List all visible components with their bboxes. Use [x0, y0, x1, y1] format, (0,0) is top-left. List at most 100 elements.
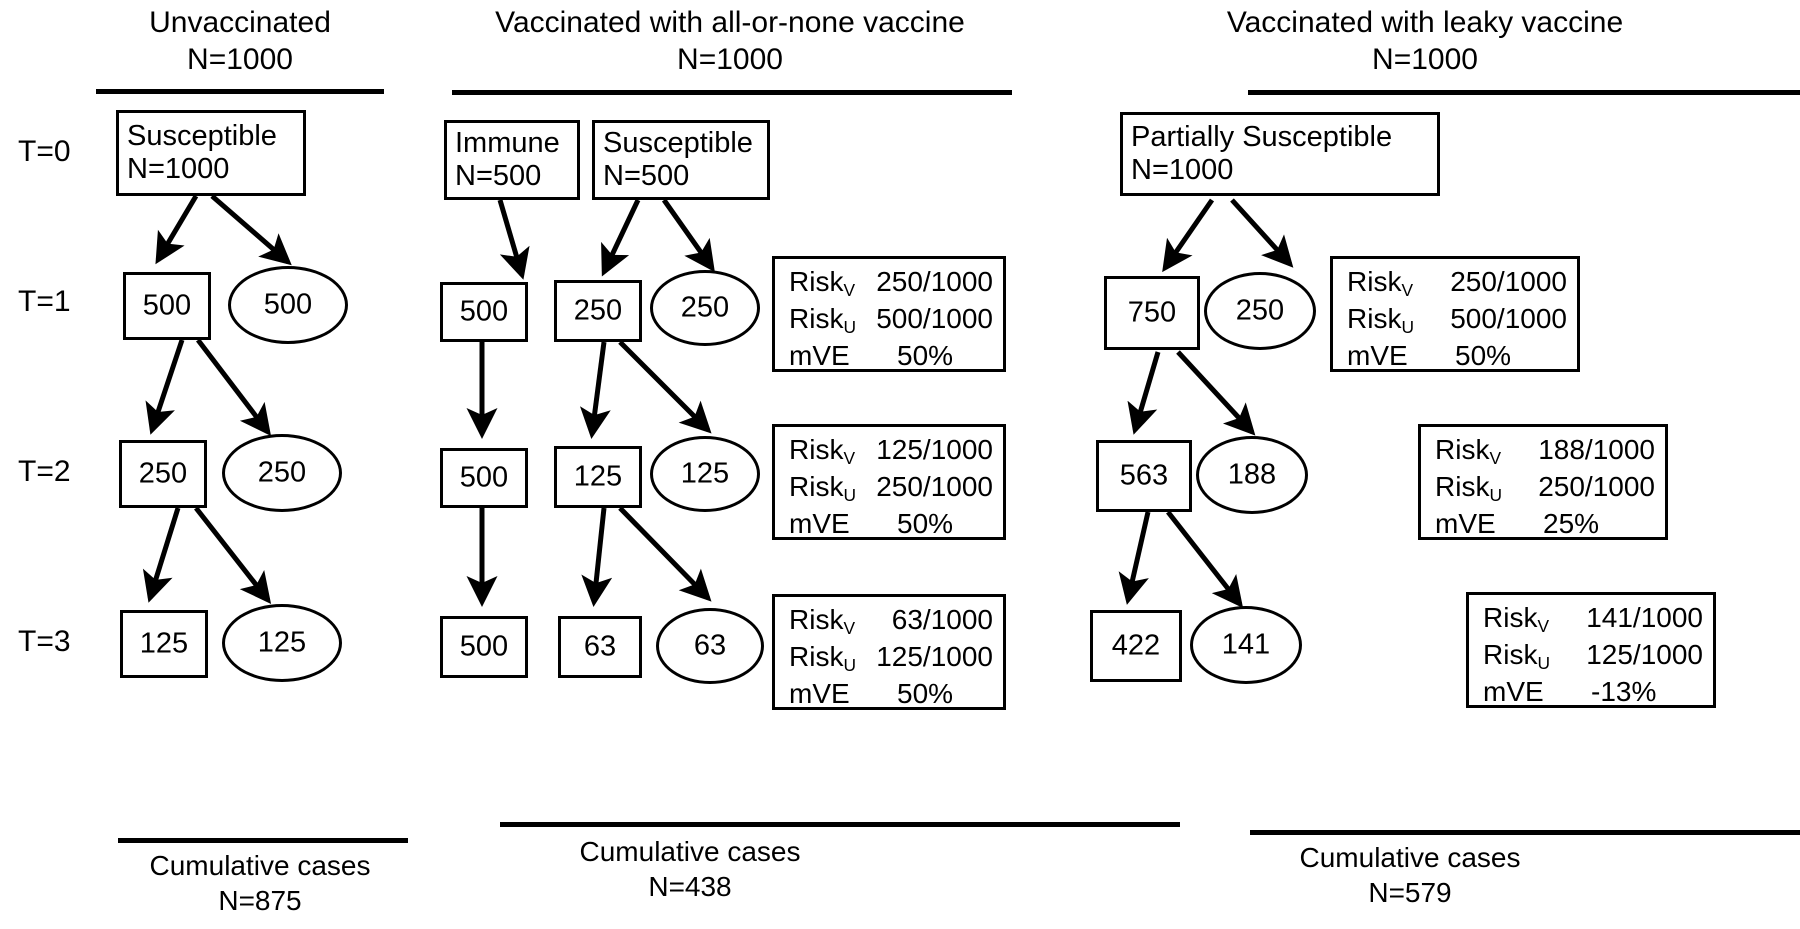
- node-line2: N=1000: [127, 153, 230, 185]
- node-value: 250: [573, 294, 623, 327]
- node-value: 125: [680, 457, 730, 490]
- node-ellipse-t2-all-or-none: 125: [650, 436, 760, 512]
- node-label: Susceptible N=1000: [127, 120, 277, 186]
- risk-row-mve: mVE 50%: [1347, 339, 1567, 373]
- node-value: 500: [459, 295, 509, 328]
- node-box-t3-unvaccinated: 125: [120, 610, 208, 678]
- mve-value: 25%: [1543, 508, 1600, 539]
- risk-row-mve: mVE 50%: [789, 507, 993, 541]
- time-label-t0: T=0: [18, 135, 71, 168]
- mve-label: mVE: [1347, 340, 1408, 371]
- node-box-t1-unvaccinated: 500: [123, 272, 211, 340]
- risk-v-value: 125/1000: [876, 434, 993, 465]
- node-line2: N=1000: [1131, 154, 1234, 186]
- node-ellipse-t1-unvaccinated: 500: [228, 266, 348, 344]
- risk-box-t2-leaky: RiskV 188/1000 RiskU 250/1000 mVE 25%: [1418, 424, 1668, 540]
- risk-v-value: 250/1000: [1450, 266, 1567, 297]
- risk-row-unvaccinated: RiskU 500/1000: [1347, 302, 1567, 339]
- footer-line2: N=875: [218, 885, 302, 916]
- node-immune-root-all-or-none: Immune N=500: [444, 120, 580, 200]
- panel-title-line2: N=1000: [187, 43, 293, 76]
- mve-label: mVE: [789, 678, 850, 709]
- risk-box-t3-leaky: RiskV 141/1000 RiskU 125/1000 mVE -13%: [1466, 592, 1716, 708]
- mve-value: 50%: [897, 678, 954, 709]
- node-box-t2-all-or-none: 125: [554, 446, 642, 508]
- risk-row-unvaccinated: RiskU 125/1000: [789, 640, 993, 677]
- risk-v-value: 63/1000: [891, 604, 993, 635]
- node-ellipse-t3-leaky: 141: [1190, 606, 1302, 684]
- risk-u-label: RiskU: [1483, 639, 1550, 673]
- risk-row-unvaccinated: RiskU 125/1000: [1483, 638, 1703, 675]
- panel-rule-bottom-unvaccinated: [118, 838, 408, 843]
- panel-title-line1: Vaccinated with all-or-none vaccine: [495, 6, 965, 39]
- risk-row-vaccinated: RiskV 141/1000: [1483, 601, 1703, 638]
- risk-row-vaccinated: RiskV 63/1000: [789, 603, 993, 640]
- footer-all-or-none: Cumulative cases N=438: [530, 834, 850, 904]
- node-value: 250: [257, 456, 307, 489]
- node-value: 500: [142, 289, 192, 322]
- mve-value: 50%: [1455, 340, 1512, 371]
- risk-row-unvaccinated: RiskU 250/1000: [1435, 470, 1655, 507]
- node-ellipse-t2-leaky: 188: [1196, 436, 1308, 514]
- risk-row-mve: mVE 25%: [1435, 507, 1655, 541]
- footer-line2: N=438: [648, 871, 732, 902]
- node-line1: Partially Susceptible: [1131, 121, 1393, 153]
- node-value: 125: [139, 627, 189, 660]
- risk-u-label: RiskU: [789, 303, 856, 337]
- node-box-t3-leaky: 422: [1090, 610, 1182, 682]
- node-ellipse-t3-unvaccinated: 125: [222, 604, 342, 682]
- risk-u-label: RiskU: [789, 471, 856, 505]
- node-line2: N=500: [603, 160, 690, 192]
- node-value: 563: [1119, 459, 1169, 492]
- risk-v-label: RiskV: [789, 434, 856, 468]
- risk-box-t2-all-or-none: RiskV 125/1000 RiskU 250/1000 mVE 50%: [772, 424, 1006, 540]
- panel-rule-top-leaky: [1248, 90, 1800, 95]
- panel-title-all-or-none: Vaccinated with all-or-none vaccine N=10…: [450, 4, 1010, 78]
- node-box-immune-t1-all-or-none: 500: [440, 282, 528, 342]
- node-box-immune-t3-all-or-none: 500: [440, 616, 528, 678]
- risk-v-label: RiskV: [789, 604, 856, 638]
- node-value: 750: [1127, 296, 1177, 329]
- node-value: 63: [693, 629, 727, 662]
- panel-title-line1: Vaccinated with leaky vaccine: [1226, 6, 1624, 39]
- node-line1: Immune: [455, 127, 560, 159]
- panel-title-line1: Unvaccinated: [149, 6, 331, 39]
- panel-title-line2: N=1000: [1372, 43, 1478, 76]
- node-value: 125: [257, 626, 307, 659]
- panel-rule-bottom-all-or-none: [500, 822, 1180, 827]
- node-value: 250: [680, 291, 730, 324]
- node-label: Susceptible N=500: [603, 127, 753, 193]
- node-susceptible-root-all-or-none: Susceptible N=500: [592, 120, 770, 200]
- node-box-t3-all-or-none: 63: [558, 616, 642, 678]
- time-label-t3: T=3: [18, 625, 71, 658]
- node-box-t2-leaky: 563: [1096, 440, 1192, 512]
- risk-u-value: 125/1000: [1586, 639, 1703, 670]
- node-box-t2-unvaccinated: 250: [119, 440, 207, 508]
- risk-u-value: 500/1000: [1450, 303, 1567, 334]
- risk-row-vaccinated: RiskV 250/1000: [1347, 265, 1567, 302]
- risk-u-value: 500/1000: [876, 303, 993, 334]
- node-line1: Susceptible: [127, 120, 277, 152]
- panel-title-unvaccinated: Unvaccinated N=1000: [90, 4, 390, 78]
- risk-v-label: RiskV: [1347, 266, 1414, 300]
- node-value: 250: [138, 457, 188, 490]
- panel-rule-bottom-leaky: [1250, 830, 1800, 835]
- node-label: Partially Susceptible N=1000: [1131, 121, 1392, 187]
- node-line2: N=500: [455, 160, 542, 192]
- node-box-t1-leaky: 750: [1104, 276, 1200, 350]
- node-susceptible-root-unvaccinated: Susceptible N=1000: [116, 110, 306, 196]
- mve-label: mVE: [789, 340, 850, 371]
- panel-rule-top-all-or-none: [452, 90, 1012, 95]
- risk-row-vaccinated: RiskV 250/1000: [789, 265, 993, 302]
- risk-u-value: 250/1000: [876, 471, 993, 502]
- mve-label: mVE: [1435, 508, 1496, 539]
- risk-box-t1-leaky: RiskV 250/1000 RiskU 500/1000 mVE 50%: [1330, 256, 1580, 372]
- risk-row-unvaccinated: RiskU 250/1000: [789, 470, 993, 507]
- risk-u-label: RiskU: [1347, 303, 1414, 337]
- risk-box-t1-all-or-none: RiskV 250/1000 RiskU 500/1000 mVE 50%: [772, 256, 1006, 372]
- footer-line1: Cumulative cases: [149, 850, 371, 881]
- risk-row-unvaccinated: RiskU 500/1000: [789, 302, 993, 339]
- risk-v-label: RiskV: [789, 266, 856, 300]
- footer-line1: Cumulative cases: [1299, 842, 1521, 873]
- node-value: 141: [1221, 628, 1271, 661]
